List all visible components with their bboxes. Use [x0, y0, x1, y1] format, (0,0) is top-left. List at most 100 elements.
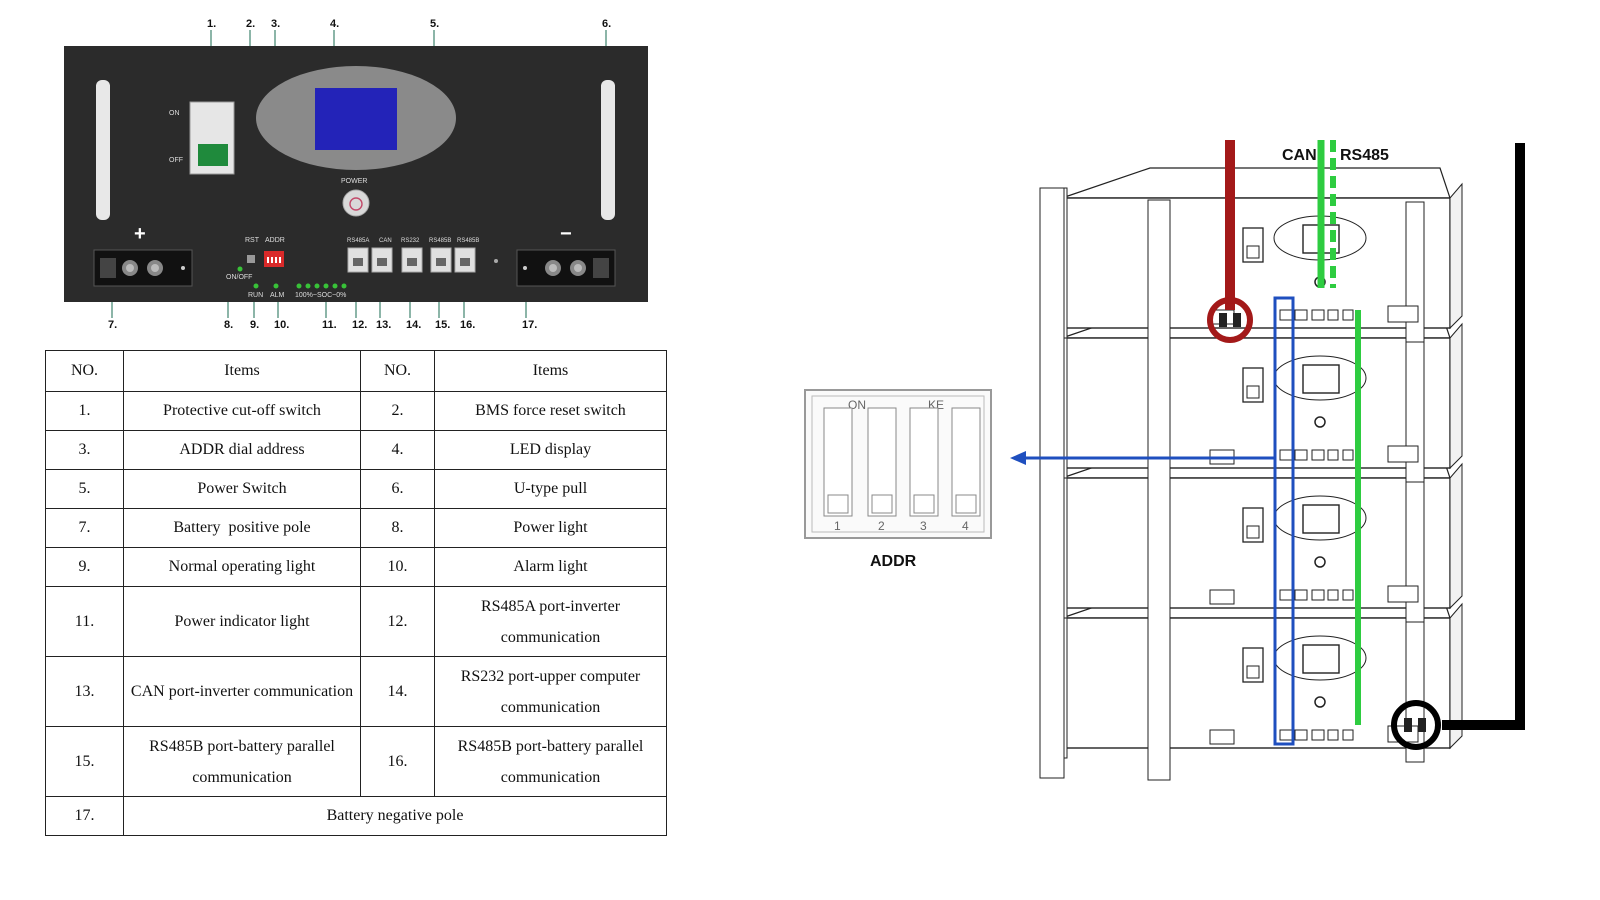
- callout-9: 9.: [250, 319, 259, 331]
- callout-17: 17.: [522, 319, 537, 331]
- cell-no: 6.: [360, 469, 435, 509]
- addr-dip-switch-inset: ON KE 1 2 3 4: [804, 389, 992, 539]
- cell-no: 2.: [360, 391, 435, 431]
- can-label: CAN: [1282, 147, 1317, 164]
- table-row: 15. RS485B port-battery parallel communi…: [45, 726, 667, 797]
- addr-arrow-head: [1010, 451, 1026, 465]
- table-row: 17. Battery negative pole: [45, 796, 667, 836]
- cell-no: 14.: [360, 656, 435, 727]
- led-display: [315, 88, 397, 150]
- negative-terminal-circle: [1391, 700, 1441, 750]
- alarm-light: [273, 283, 279, 289]
- power-indicator-lights: [296, 283, 347, 289]
- callout-3: 3.: [271, 18, 280, 30]
- callout-2: 2.: [246, 18, 255, 30]
- callout-10: 10.: [274, 319, 289, 331]
- rs485a-label: RS485A: [347, 238, 369, 244]
- cell-item: Protective cut-off switch: [123, 391, 361, 431]
- cell-no: 17.: [45, 796, 124, 836]
- cell-item: Power indicator light: [123, 586, 361, 657]
- switch-off-label: OFF: [169, 157, 183, 164]
- cell-item: RS485B port-battery parallel communicati…: [123, 726, 361, 797]
- cell-item: BMS force reset switch: [434, 391, 667, 431]
- addr-highlight-box: [1273, 296, 1295, 746]
- header-items-2: Items: [434, 350, 667, 392]
- cell-item: Battery negative pole: [123, 796, 667, 836]
- battery-positive-pole[interactable]: [93, 249, 193, 287]
- run-label: RUN: [248, 292, 263, 299]
- cell-item: Power Switch: [123, 469, 361, 509]
- cell-item: Battery positive pole: [123, 508, 361, 548]
- cell-no: 8.: [360, 508, 435, 548]
- power-icon: [349, 197, 363, 211]
- plus-sign: +: [134, 223, 146, 245]
- addr-label: ADDR: [265, 237, 285, 244]
- battery-negative-pole[interactable]: [516, 249, 616, 287]
- cell-item: Alarm light: [434, 547, 667, 587]
- alm-label: ALM: [270, 292, 285, 299]
- header-items-1: Items: [123, 350, 361, 392]
- header-no-1: NO.: [45, 350, 124, 392]
- dip-number-2: 2: [878, 519, 885, 533]
- bms-force-reset-switch[interactable]: [247, 255, 255, 263]
- table-header-row: NO. Items NO. Items: [45, 350, 667, 392]
- table-row: 5. Power Switch 6. U-type pull: [45, 469, 667, 509]
- items-table: NO. Items NO. Items 1. Protective cut-of…: [45, 350, 667, 836]
- minus-sign: −: [560, 223, 572, 245]
- can-label: CAN: [379, 238, 392, 244]
- rs485b-label-1: RS485B: [429, 238, 451, 244]
- cell-no: 1.: [45, 391, 124, 431]
- rs485b-label-2: RS485B: [457, 238, 479, 244]
- cell-item: CAN port-inverter communication: [123, 656, 361, 727]
- cell-no: 12.: [360, 586, 435, 657]
- dip-number-3: 3: [920, 519, 927, 533]
- cell-item: RS232 port-upper computer communication: [434, 656, 667, 727]
- cell-item: ADDR dial address: [123, 430, 361, 470]
- rs485-label: RS485: [1340, 147, 1389, 164]
- power-switch[interactable]: [342, 189, 370, 217]
- callout-1: 1.: [207, 18, 216, 30]
- cell-no: 9.: [45, 547, 124, 587]
- table-row: 9. Normal operating light 10. Alarm ligh…: [45, 547, 667, 587]
- run-light: [253, 283, 259, 289]
- dip-number-4: 4: [962, 519, 969, 533]
- callout-5: 5.: [430, 18, 439, 30]
- soc-label: 100%~SOC~0%: [295, 292, 346, 299]
- addr-inset-label: ADDR: [870, 553, 917, 570]
- rst-label: RST: [245, 237, 260, 244]
- cell-no: 15.: [45, 726, 124, 797]
- cell-no: 3.: [45, 430, 124, 470]
- negative-cable: [1442, 143, 1525, 730]
- callout-8: 8.: [224, 319, 233, 331]
- cell-no: 13.: [45, 656, 124, 727]
- cell-item: Power light: [434, 508, 667, 548]
- table-row: 13. CAN port-inverter communication 14. …: [45, 656, 667, 727]
- cell-no: 10.: [360, 547, 435, 587]
- cell-item: RS485A port-inverter communication: [434, 586, 667, 657]
- rs232-label: RS232: [401, 238, 420, 244]
- cell-item: RS485B port-battery parallel communicati…: [434, 726, 667, 797]
- callout-7: 7.: [108, 319, 117, 331]
- table-row: 7. Battery positive pole 8. Power light: [45, 508, 667, 548]
- positive-terminal-circle: [1207, 297, 1253, 343]
- cell-item: LED display: [434, 430, 667, 470]
- table-row: 3. ADDR dial address 4. LED display: [45, 430, 667, 470]
- cell-item: Normal operating light: [123, 547, 361, 587]
- on-off-label: ON/OFF: [226, 274, 252, 281]
- cell-no: 4.: [360, 430, 435, 470]
- table-row: 1. Protective cut-off switch 2. BMS forc…: [45, 391, 667, 431]
- breaker-toggle: [198, 144, 228, 166]
- cell-no: 5.: [45, 469, 124, 509]
- battery-front-panel-diagram: 1. 2. 3. 4. 5. 6. 7. 8. 9. 10. 11. 12. 1…: [64, 18, 648, 331]
- callout-14: 14.: [406, 319, 421, 331]
- cell-no: 11.: [45, 586, 124, 657]
- callout-16: 16.: [460, 319, 475, 331]
- power-light: [237, 266, 243, 272]
- battery-stack-wiring-diagram: CAN RS485 ON KE 1 2 3 4 ADDR: [804, 140, 1525, 781]
- callout-13: 13.: [376, 319, 391, 331]
- callout-4: 4.: [330, 18, 339, 30]
- callout-15: 15.: [435, 319, 450, 331]
- u-type-pull-left: [96, 80, 110, 220]
- switch-on-label: ON: [169, 110, 180, 117]
- power-label: POWER: [341, 178, 367, 185]
